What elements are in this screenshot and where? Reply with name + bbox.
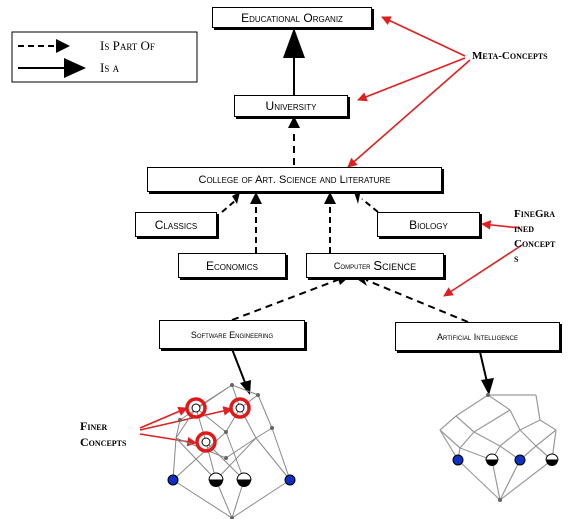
- node-artificial-intelligence-label: Artificial Intelligence: [437, 331, 518, 342]
- finer-concepts-label: Finer Concepts: [80, 418, 126, 450]
- fine-grained-line-3: Concept: [514, 238, 556, 250]
- partof-arrow-college-university: [288, 116, 300, 165]
- node-college: College of Art. Science and Literature: [147, 167, 442, 192]
- node-computer-science-label-small: Computer: [333, 260, 371, 271]
- node-economics-label: Economics: [205, 258, 258, 273]
- node-university: University: [234, 95, 348, 117]
- blue-node: [284, 474, 296, 486]
- isa-arrow-university-educational: [283, 28, 305, 95]
- finer-concepts-line-1: Finer: [80, 419, 108, 433]
- legend-solid-arrowhead: [64, 58, 86, 78]
- artificial-intelligence-lattice: [439, 394, 557, 501]
- blue-node: [167, 474, 179, 486]
- node-computer-science: Computer Science: [306, 253, 444, 278]
- legend-is-a-label: Is a: [100, 60, 120, 75]
- finer-concepts-arrows: [139, 406, 233, 447]
- fine-grained-concepts-label: FineGra ined Concept s: [514, 207, 555, 267]
- isa-arrows-lattices: [231, 348, 494, 395]
- node-computer-science-label-big: Science: [373, 258, 417, 273]
- blue-node: [514, 454, 526, 466]
- node-software-engineering-label: Software Engineering: [190, 329, 274, 340]
- node-artificial-intelligence: Artificial Intelligence: [395, 322, 560, 351]
- partof-arrows-departments-college: [221, 192, 379, 253]
- node-college-label: College of Art. Science and Literature: [198, 173, 391, 186]
- artificial-intelligence-lattice-nodes: [452, 393, 559, 502]
- node-biology: Biology: [377, 212, 480, 237]
- partof-arrows-cs: [231, 273, 469, 323]
- legend-part-of-label: Is Part Of: [100, 38, 155, 53]
- finer-concepts-line-2: Concepts: [80, 435, 127, 449]
- fine-grained-line-4: s: [514, 253, 519, 265]
- fine-grained-line-1: FineGra: [514, 208, 556, 220]
- fine-grained-line-2: ined: [514, 223, 535, 235]
- node-economics: Economics: [178, 253, 286, 278]
- node-educational-organization: Educational Organiz: [212, 7, 372, 28]
- meta-concepts-label: Meta-Concepts: [472, 50, 548, 62]
- node-classics: Classics: [135, 212, 217, 237]
- half-node: [236, 472, 252, 481]
- fine-grained-arrows: [443, 220, 523, 297]
- meta-concepts-arrows: [347, 16, 471, 168]
- half-node: [208, 472, 224, 481]
- node-classics-label: Classics: [154, 217, 198, 232]
- legend-box: [11, 31, 198, 83]
- legend-dashed-arrowhead: [56, 39, 70, 53]
- finer-concept-rings: [185, 397, 251, 453]
- blue-node: [452, 454, 464, 466]
- node-biology-label: Biology: [409, 217, 448, 232]
- node-software-engineering: Software Engineering: [159, 320, 305, 349]
- node-university-label: University: [265, 99, 317, 113]
- node-educational-organization-label: Educational Organiz: [241, 10, 343, 25]
- software-engineering-lattice-nodes: [167, 383, 296, 519]
